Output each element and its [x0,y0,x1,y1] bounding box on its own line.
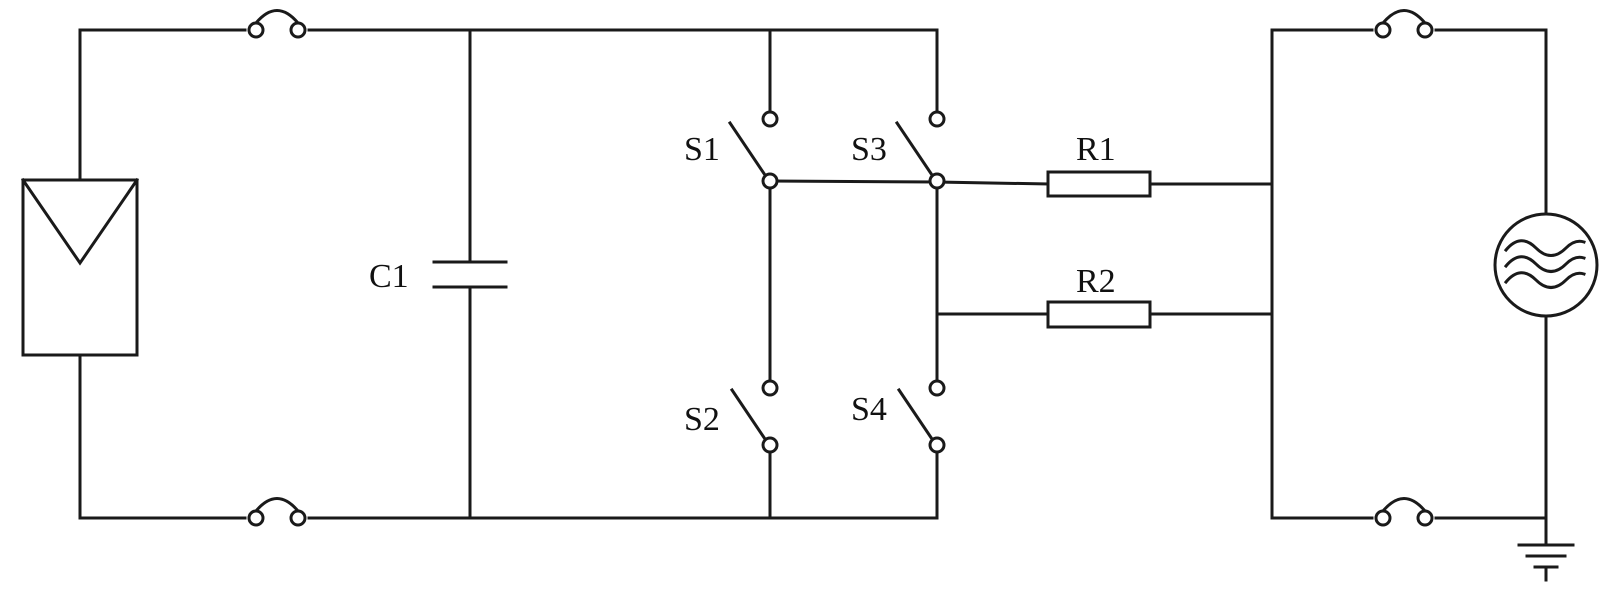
switch-label: S1 [684,131,720,168]
pv-panel-icon [20,177,140,357]
ground-icon [1517,543,1575,582]
wire-pv-top [78,28,247,182]
wire-ac-top [1434,28,1548,216]
capacitor-label: C1 [369,258,409,295]
resistor-r2: R2 [1046,263,1152,329]
switch-label: S4 [851,391,887,428]
resistor-label: R1 [1076,131,1116,168]
wire-pv-bottom [78,353,247,520]
switch-s2: S2 [684,379,779,454]
switch-s3: S3 [851,110,946,190]
wire-out1-b [935,180,1050,186]
capacitor-c1: C1 [369,258,508,295]
dc-wiring [78,28,1274,520]
switch-s1: S1 [684,110,779,190]
fuse-icon [247,9,307,39]
wire-ac-left [1270,28,1374,520]
resistor-label: R2 [1076,263,1116,300]
switch-label: S3 [851,131,887,168]
fuse-icon [247,497,307,527]
switch-s4: S4 [851,379,946,454]
switch-label: S2 [684,401,720,438]
ac-grid-source-icon [1493,212,1599,318]
fuse-icon [1374,497,1434,527]
resistor-r1: R1 [1046,131,1152,198]
wire-ac-bottom [1434,314,1548,520]
ac-wiring [1270,28,1548,547]
wire-out1-a [768,179,939,184]
fuse-icon [1374,9,1434,39]
